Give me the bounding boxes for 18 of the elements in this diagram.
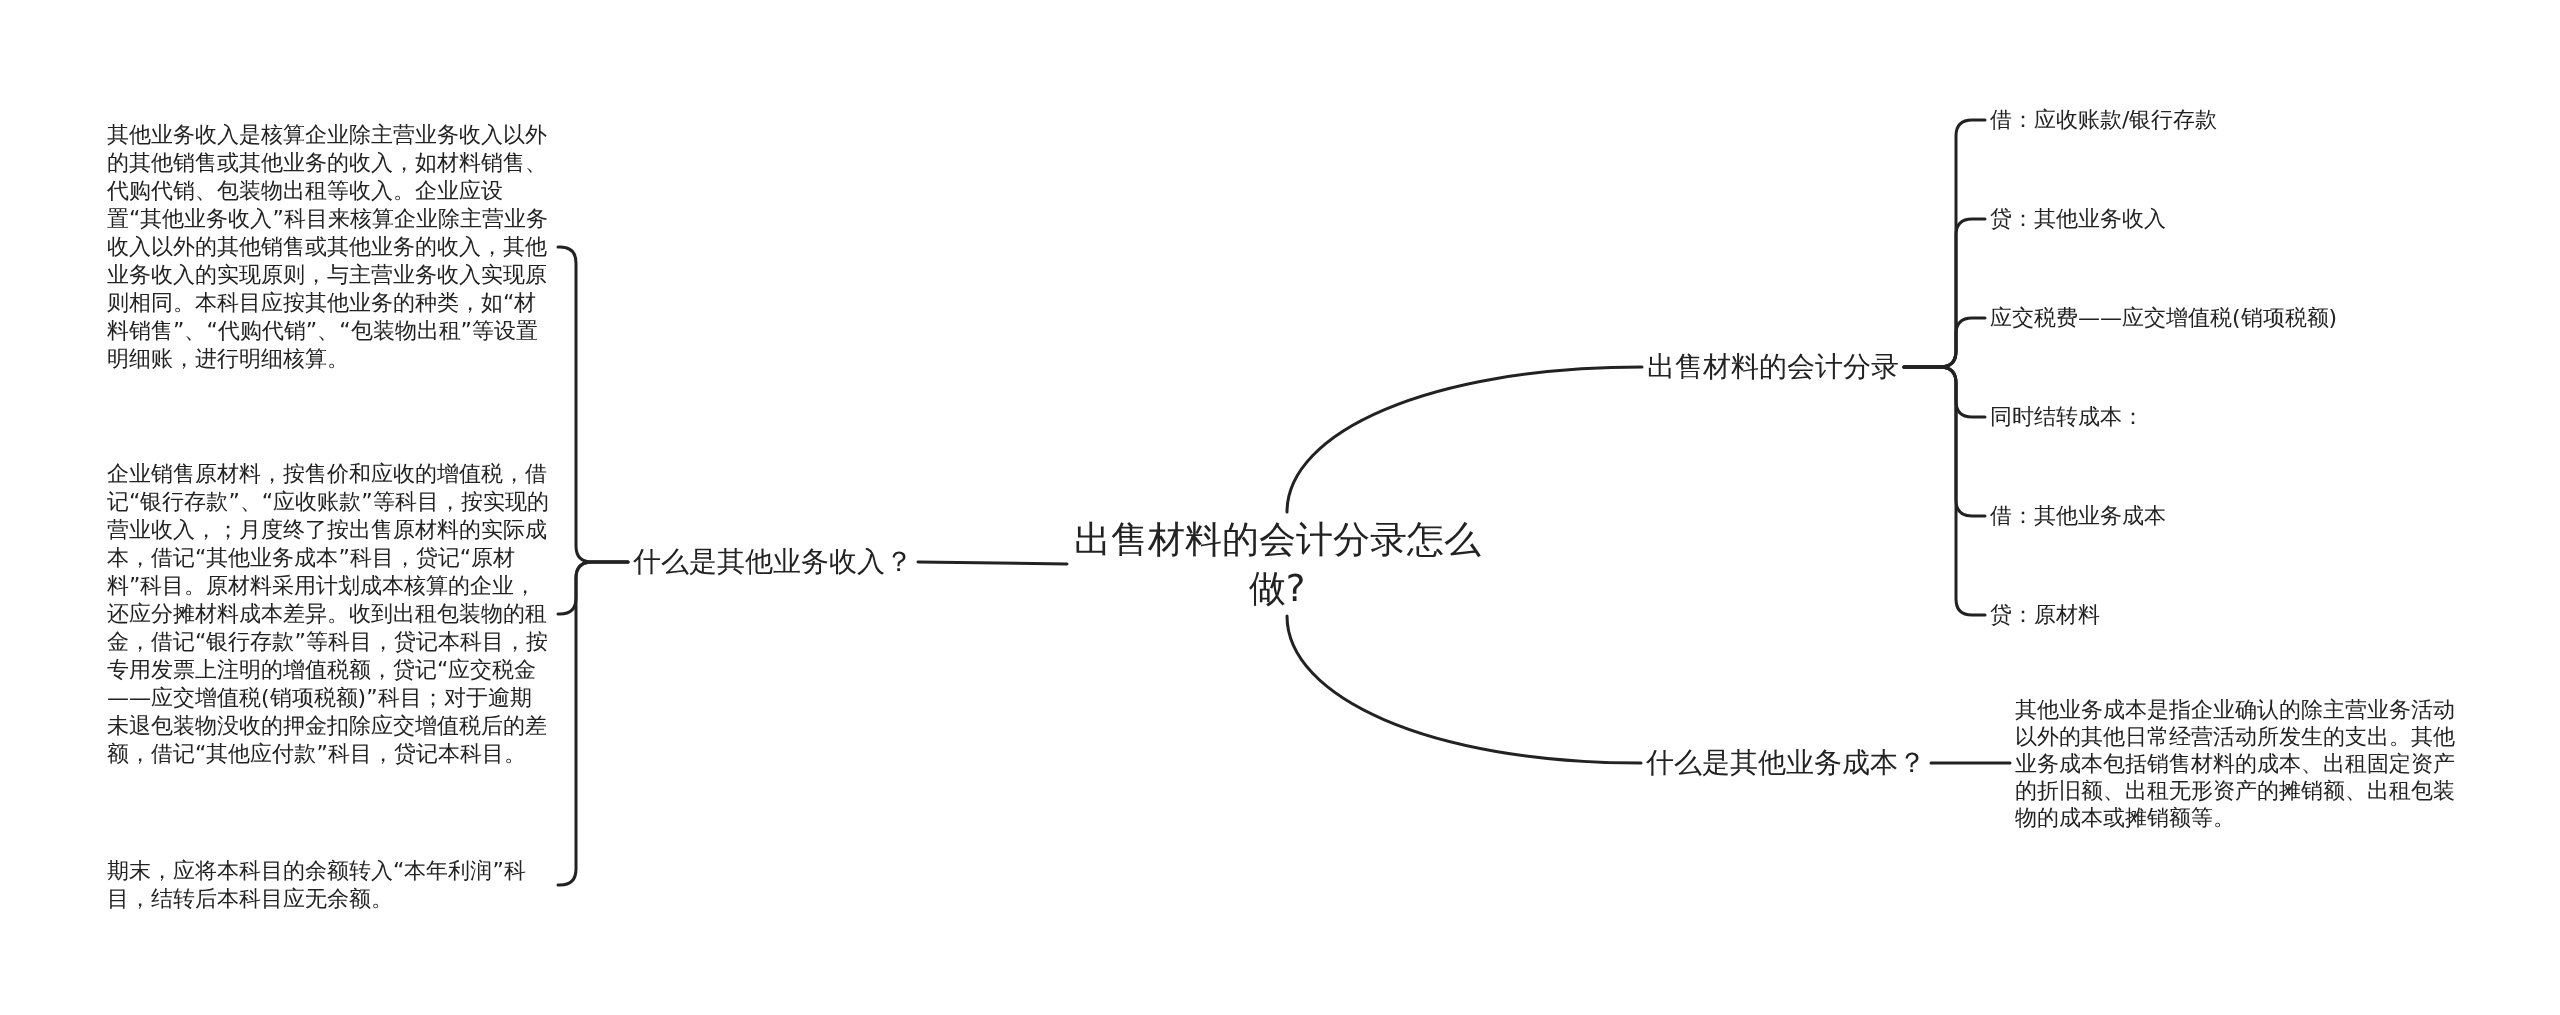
subtopic-text: 借：应收账款/银行存款: [1990, 105, 2218, 135]
subtopic-text: 贷：其他业务收入: [1990, 204, 2166, 234]
subtopic-text: 借：其他业务成本: [1990, 501, 2166, 531]
connector-line: [916, 560, 1069, 566]
connector-line: [1929, 761, 2012, 765]
subtopic-text: 同时结转成本：: [1990, 402, 2144, 432]
subtopic-text: 贷：原材料: [1990, 600, 2100, 630]
branch-topic: 出售材料的会计分录: [1647, 349, 1899, 385]
subtopic-text: 应交税费——应交增值税(销项税额): [1990, 303, 2338, 333]
connector-line: [1285, 614, 1643, 765]
connector-line: [1285, 365, 1644, 514]
branch-topic: 什么是其他业务收入？: [633, 544, 913, 580]
note-paragraph: 其他业务成本是指企业确认的除主营业务活动以外的其他日常经营活动所发生的支出。其他业务成本包括销售材料的成本、出租固定资产的折旧额、出租无形资产的摊销额、出租包装物的成本或摊销额等。: [2015, 695, 2461, 831]
central-topic: 出售材料的会计分录怎么做?: [1072, 515, 1482, 613]
note-paragraph: 期末，应将本科目的余额转入“本年利润”科目，结转后本科目应无余额。: [107, 857, 553, 913]
note-paragraph: 其他业务收入是核算企业除主营业务收入以外的其他销售或其他业务的收入，如材料销售、代购代销、包装物出租等收入。企业应设置“其他业务收入”科目来核算企业除主营业务收入以外的其他销售或其他业务的收入，其他业务收入的实现原则，与主营业务收入实现原则相同。本科目应按其他业务的种类，如“材料销售”、“代购代销”、“包装物出租”等设置明细账，进行明细核算。: [107, 121, 553, 373]
branch-topic: 什么是其他业务成本？: [1646, 745, 1926, 781]
note-paragraph: 企业销售原材料，按售价和应收的增值税，借记“银行存款”、“应收账款”等科目，按实现的营业收入，；月度终了按出售原材料的实际成本，借记“其他业务成本”科目，贷记“原材料”科目。原材料采用计划成本核算的企业，还应分摊材料成本差异。收到出租包装物的租金，借记“银行存款”等科目，贷记本科目，按专用发票上注明的增值税额，贷记“应交税金——应交增值税(销项税额)”科目；对于逾期未退包装物没收的押金扣除应交增值税后的差额，借记“其他应付款”科目，贷记本科目。: [107, 460, 553, 768]
